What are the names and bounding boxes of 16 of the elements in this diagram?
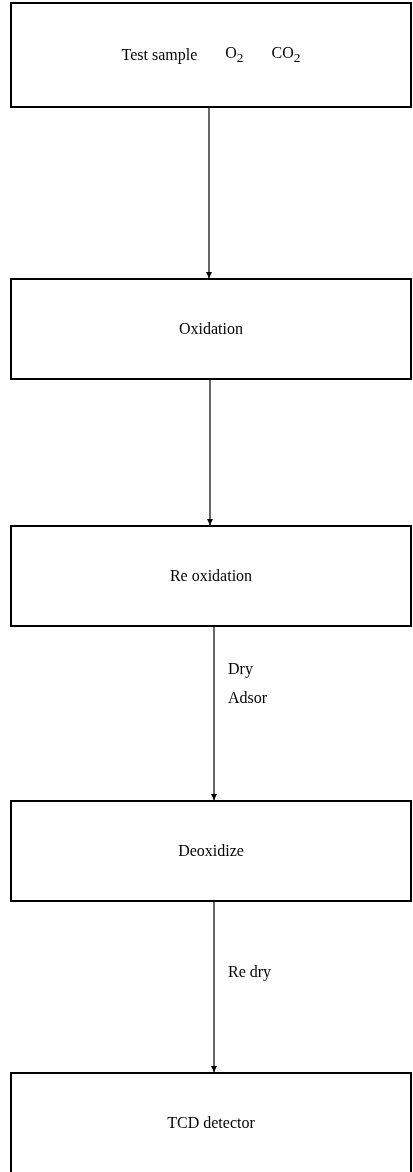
process-box [10, 1072, 412, 1172]
process-box [10, 800, 412, 902]
arrow [206, 107, 212, 279]
step-label: Re oxidation [169, 567, 253, 585]
step-label: Test sample [121, 46, 198, 64]
process-box [10, 2, 412, 108]
step-label: CO$_{2}$ [271, 43, 301, 67]
step-label: O$_{2}$ [225, 43, 244, 67]
step-label: TCD detector [167, 1114, 255, 1132]
process-box [10, 525, 412, 627]
process-box [10, 278, 412, 380]
step-label: Deoxidize [178, 842, 244, 860]
arrow [207, 379, 213, 526]
step-label: Oxidation [179, 320, 243, 338]
arrow [211, 901, 217, 1073]
arrow [211, 626, 217, 801]
